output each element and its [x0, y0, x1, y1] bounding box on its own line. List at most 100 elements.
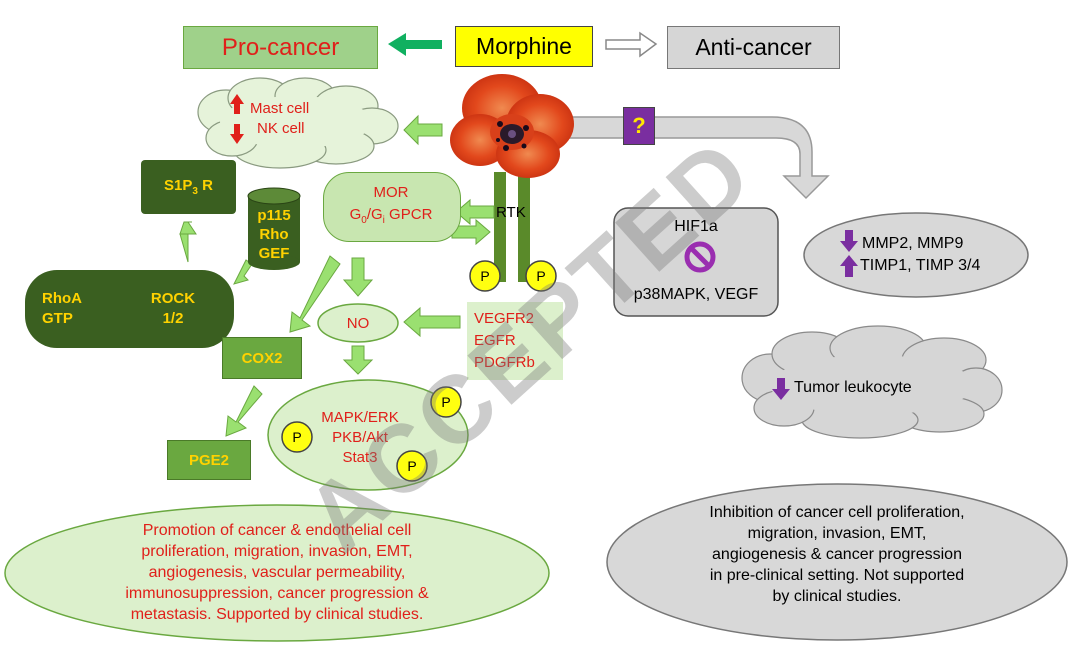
p115-line1: p115	[257, 207, 291, 224]
kinase-p-left-label: P	[292, 429, 302, 445]
anti-pathway-arrow	[559, 116, 830, 200]
mmp-text: MMP2, MMP9 TIMP1, TIMP 3/4	[860, 233, 981, 277]
mor-line1: MOR	[373, 184, 409, 201]
pro-outcome-ellipse	[4, 504, 550, 642]
kinase-stat3: Stat3	[342, 449, 378, 466]
mor-box	[323, 172, 461, 242]
pro-outcome-line4: immunosuppression, cancer progression &	[125, 585, 429, 602]
no-ellipse	[317, 303, 399, 343]
rock-text: ROCK 1/2	[148, 289, 198, 329]
mor-line2: G0/Gi GPCR	[323, 204, 459, 232]
anti-cancer-label: Anti-cancer	[695, 34, 812, 60]
anti-outcome-line4: in pre-clinical setting. Not supported	[709, 567, 965, 584]
pro-outcome-line2: proliferation, migration, invasion, EMT,	[141, 543, 413, 560]
up-arrow-mast	[230, 94, 244, 114]
mmp-line2: TIMP1, TIMP 3/4	[860, 257, 981, 274]
mor-gi-sub: i	[382, 215, 385, 226]
kinase-text: MAPK/ERK PKB/Akt Stat3	[310, 408, 410, 468]
arrow-to-immune-cloud	[403, 114, 443, 146]
morphine-label: Morphine	[476, 33, 572, 59]
s1p3r-tail: R	[197, 177, 213, 194]
pro-cancer-label: Pro-cancer	[221, 33, 340, 61]
s1p3r-box: S1P3 R	[141, 160, 236, 214]
arrow-rtk-to-mor	[455, 198, 495, 226]
mast-cell-label: Mast cell	[250, 100, 310, 117]
rtk-bar-left	[494, 172, 506, 282]
p115-line3: GEF	[258, 245, 290, 262]
hif-box	[613, 207, 779, 317]
p115-text: p115 Rho GEF	[248, 206, 300, 263]
receptor-vegfr2: VEGFR2	[474, 310, 535, 327]
pro-outcome-line5: metastasis. Supported by clinical studie…	[130, 606, 424, 623]
no-label: NO	[346, 314, 370, 332]
pge2-box: PGE2	[167, 440, 251, 480]
kinase-p-top	[430, 386, 462, 418]
mmp-ellipse	[803, 212, 1029, 298]
question-box: ?	[623, 107, 655, 145]
rhoa-line1: RhoA	[42, 290, 82, 307]
immune-cloud	[197, 77, 399, 169]
pge2-label: PGE2	[188, 451, 230, 469]
mor-gpcr: GPCR	[384, 206, 433, 223]
anti-outcome-ellipse	[606, 483, 1068, 641]
question-mark: ?	[632, 113, 646, 138]
poppy-flower-image	[450, 74, 574, 178]
pro-cancer-box: Pro-cancer	[183, 26, 378, 69]
nk-cell-label: NK cell	[257, 120, 305, 137]
rtk-p-left	[469, 260, 501, 292]
rhoa-line2: GTP	[42, 310, 73, 327]
pro-outcome-line3: angiogenesis, vascular permeability,	[148, 564, 406, 581]
arrow-no-to-kinases	[342, 345, 374, 375]
p115-cylinder	[247, 187, 301, 270]
anti-outcome-line1: Inhibition of cancer cell proliferation,	[709, 504, 965, 521]
down-arrow-mmp	[840, 230, 858, 252]
mor-g0: G	[349, 206, 362, 223]
rhoa-text: RhoA GTP	[42, 289, 82, 329]
down-arrow-nk	[230, 124, 244, 144]
arrow-rock-to-s1p3r	[179, 221, 197, 263]
rtk-p-right-label: P	[536, 268, 546, 284]
morphine-box: Morphine	[455, 26, 593, 67]
p38-label: p38MAPK, VEGF	[633, 286, 759, 303]
prohibition-icon	[684, 241, 716, 273]
rtk-p-right	[525, 260, 557, 292]
receptor-text: VEGFR2 EGFR PDGFRb	[474, 308, 535, 374]
rock-line2: 1/2	[162, 310, 184, 327]
down-arrow-leukocyte	[772, 378, 790, 400]
cox2-label: COX2	[241, 349, 283, 367]
arrow-mor-to-no	[342, 257, 374, 297]
immune-cloud-text: Mast cell NK cell	[250, 99, 309, 139]
anti-outcome-line3: angiogenesis & cancer progression	[712, 546, 962, 563]
mmp-line1: MMP2, MMP9	[862, 235, 964, 252]
kinase-mapk: MAPK/ERK	[321, 409, 399, 426]
receptor-egfr: EGFR	[474, 332, 516, 349]
mor-slash: /G	[366, 206, 383, 223]
rtk-p-left-label: P	[480, 268, 490, 284]
s1p3r-main: S1P	[164, 177, 193, 194]
kinase-p-bottom-label: P	[407, 458, 417, 474]
kinase-p-top-label: P	[441, 394, 451, 410]
anti-outcome-line5: by clinical studies.	[772, 588, 902, 605]
kinase-pkb: PKB/Akt	[332, 429, 388, 446]
arrow-receptors-to-no	[403, 306, 461, 338]
rtk-label: RTK	[496, 204, 526, 221]
arrow-mor-to-rtk	[451, 218, 491, 246]
rock-line1: ROCK	[150, 290, 196, 307]
receptor-box	[467, 302, 563, 380]
cox2-box: COX2	[222, 337, 302, 379]
mor-text: MOR G0/Gi GPCR	[323, 182, 459, 232]
pro-outcome-text: Promotion of cancer & endothelial cell p…	[50, 520, 504, 625]
s1p3r-sub: 3	[192, 186, 198, 197]
kinase-p-bottom	[396, 450, 428, 482]
kinase-p-left	[281, 421, 313, 453]
receptor-pdgfrb: PDGFRb	[474, 354, 535, 371]
anti-outcome-text: Inhibition of cancer cell proliferation,…	[642, 502, 1032, 607]
hif1a-label: HIF1a	[674, 218, 718, 235]
pro-outcome-line1: Promotion of cancer & endothelial cell	[142, 522, 412, 539]
rho-rock-box	[25, 270, 234, 348]
rtk-bar-right	[518, 172, 530, 282]
anti-cancer-box: Anti-cancer	[667, 26, 840, 69]
pro-arrow	[388, 33, 442, 56]
